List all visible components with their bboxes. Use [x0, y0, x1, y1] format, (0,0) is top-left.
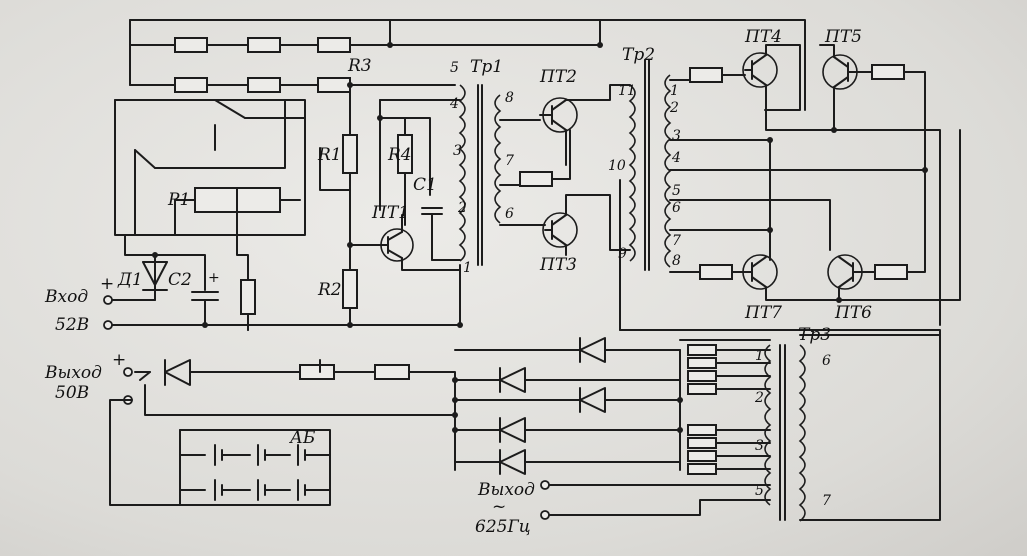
capacitor-c2-label: C2: [168, 270, 192, 290]
tr1-label: Тр1: [470, 57, 503, 77]
tr2-pin-9: 9: [618, 246, 627, 262]
plus-sign-input: +: [100, 274, 114, 294]
plus-sign-c2: +: [208, 270, 220, 286]
tr1-pin-6: 6: [505, 206, 514, 222]
tr2-pin-1: 1: [670, 83, 679, 99]
ac-output-label: Выход: [477, 480, 535, 500]
input-section: + Д1 C2 + Вход 52В: [44, 234, 461, 335]
plus-sign-output: +: [112, 350, 126, 370]
pt7-label: ПТ7: [744, 303, 782, 323]
battery-label: АБ: [289, 428, 316, 448]
r2-label: R2: [317, 280, 342, 300]
input-voltage: 52В: [55, 315, 89, 335]
tr2-pin-6: 6: [672, 200, 681, 216]
tr2-pin-3: 3: [672, 128, 681, 144]
transformer-tr3: Тр3 1 2 3 5 6 7: [619, 325, 941, 522]
pt4-label: ПТ4: [744, 27, 782, 47]
tr1-pin-3: 3: [453, 143, 462, 159]
transformer-tr1: 5 4 3 2 1 8 7 6 Тр1: [449, 57, 571, 326]
tr2-pin-7: 7: [672, 233, 681, 249]
tr3-pin-2: 2: [754, 390, 764, 406]
tr1-pin-1: 1: [463, 260, 472, 276]
output-bridge: ПТ4 ПТ5 ПТ6 ПТ7: [669, 27, 961, 326]
pt5-label: ПТ5: [824, 27, 862, 47]
ac-output-frequency: 625Гц: [475, 517, 531, 537]
top-resistor-network: [129, 19, 806, 111]
control-section: R1 R2 R3 R4 C1 ПТ1: [317, 56, 461, 326]
tr3-pin-3: 3: [755, 438, 764, 454]
pt1-label: ПТ1: [371, 203, 409, 223]
tr1-pin-4: 4: [449, 96, 459, 112]
relay-p1: P1: [114, 99, 306, 331]
tr2-pin-2: 2: [669, 100, 679, 116]
tr2-pin-5: 5: [672, 183, 681, 199]
c1-label: C1: [413, 175, 437, 195]
pt2-label: ПТ2: [539, 67, 577, 87]
tr1-pin-2: 2: [457, 200, 467, 216]
tr1-pin-8: 8: [505, 90, 514, 106]
dc-output-label: Выход: [44, 363, 102, 383]
r4-label: R4: [387, 145, 412, 165]
tr1-pin-7: 7: [505, 153, 514, 169]
pt3-label: ПТ3: [539, 255, 577, 275]
tr2-label: Тр2: [622, 45, 655, 65]
tr2-pin-8: 8: [672, 253, 681, 269]
tr3-label: Тр3: [798, 325, 831, 345]
tr3-pin-1: 1: [755, 348, 764, 364]
tr2-pin-11: 11: [618, 83, 636, 99]
r1-label: R1: [317, 145, 342, 165]
tr2-pin-10: 10: [608, 158, 626, 174]
input-label: Вход: [44, 287, 88, 307]
r3-label: R3: [347, 56, 372, 76]
diode-d1-label: Д1: [117, 270, 143, 290]
tr2-pin-4: 4: [671, 150, 681, 166]
tr3-pin-6: 6: [822, 353, 831, 369]
pt2-pt3-pair: ПТ2 ПТ3: [539, 67, 631, 275]
ac-output-tilde: ~: [492, 497, 506, 517]
relay-label: P1: [167, 190, 190, 210]
junction-dots: [152, 42, 928, 433]
tr1-pin-5: 5: [450, 60, 459, 76]
pt6-label: ПТ6: [834, 303, 872, 323]
rectifier-section: Выход ~ 625Гц: [134, 337, 771, 537]
dc-output-battery: АБ Выход 50В +: [44, 350, 456, 506]
dc-output-voltage: 50В: [55, 383, 89, 403]
tr3-pin-7: 7: [822, 493, 831, 509]
transformer-tr2: 11 10 9 1 2 3 4 5 6 7 8 Тр2: [608, 45, 681, 331]
tr3-pin-5: 5: [755, 483, 764, 499]
